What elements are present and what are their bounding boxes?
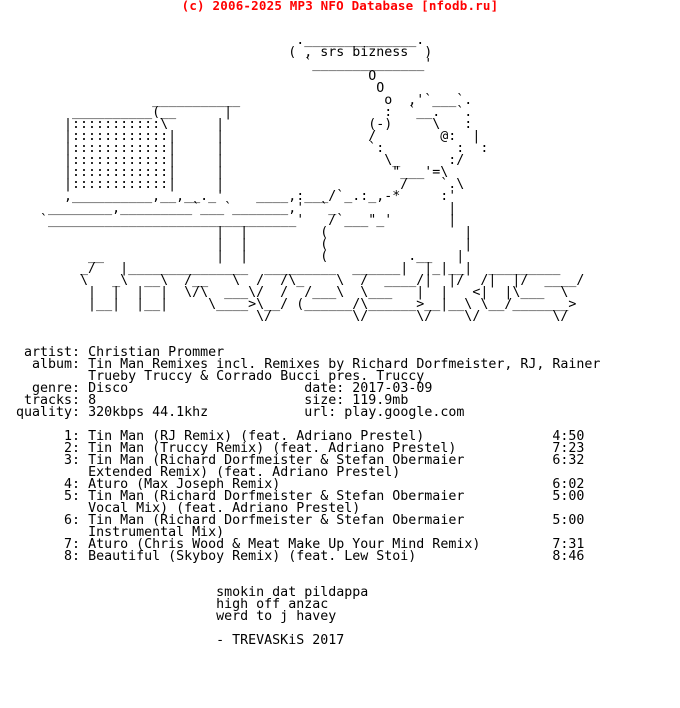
- album-value-cont: Trueby Truccy & Corrado Bucci pres. Truc…: [88, 369, 425, 384]
- ascii-art-line: .______________.: [8, 33, 425, 48]
- ascii-art-line: | | ( |: [8, 225, 473, 240]
- track-row-cont: Vocal Mix) (feat. Adriano Prestel): [8, 501, 584, 516]
- track-number: 7:: [64, 537, 81, 552]
- track-number: 1:: [64, 429, 81, 444]
- track-title: Aturo (Chris Wood & Meat Make Up Your Mi…: [88, 537, 481, 552]
- ascii-art-line: |:::::::::::\ | (-) \ :: [8, 117, 473, 132]
- track-title: Tin Man (RJ Remix) (feat. Adriano Preste…: [88, 429, 425, 444]
- quality-url-row: quality: 320kbps 44.1khz url: play.googl…: [8, 405, 600, 420]
- ascii-art-line: __________(__ | : `__. `.: [8, 105, 473, 120]
- quality-label: quality:: [16, 405, 81, 420]
- ascii-art-line: O: [8, 81, 385, 96]
- ascii-art-line: ________,_________`___`_______,' `_ |: [8, 201, 457, 216]
- ascii-art-line: | | ( |: [8, 237, 473, 252]
- track-duration: 7:23: [552, 441, 585, 456]
- track-row: 7: Aturo (Chris Wood & Meat Make Up Your…: [8, 537, 585, 552]
- artist-row: artist: Christian Prommer: [8, 345, 600, 360]
- ascii-art-line: |::::::::::::| | / @: |: [8, 129, 481, 144]
- album-label: album:: [32, 357, 81, 372]
- track-title: Tin Man (Truccy Remix) (feat. Adriano Pr…: [88, 441, 457, 456]
- ascii-art-line: `______________': [8, 57, 433, 72]
- ascii-art-line: |::::::::::::| | "___'=\: [8, 165, 449, 180]
- track-duration: 6:32: [552, 453, 585, 468]
- url-value: play.google.com: [344, 405, 465, 420]
- artist-value: Christian Prommer: [88, 345, 225, 360]
- track-title-cont: Extended Remix) (feat. Adriano Prestel): [88, 465, 401, 480]
- track-title: Tin Man (Richard Dorfmeister & Stefan Ob…: [88, 513, 465, 528]
- size-label: size:: [304, 393, 345, 408]
- ascii-art-line: \/ \/ \/ \/ \/: [8, 309, 569, 324]
- greetings: smokin dat pildappa high off anzac werd …: [8, 585, 369, 648]
- track-number: 4:: [64, 477, 81, 492]
- ascii-art-line: |::::::::::::| | \_ :/: [8, 153, 465, 168]
- track-duration: 5:00: [552, 513, 585, 528]
- ascii-art-line: ( , srs bizness ): [8, 45, 433, 60]
- signature-line: - TREVASKiS 2017: [8, 633, 368, 648]
- tracks-label: tracks:: [24, 393, 81, 408]
- track-title: Tin Man (Richard Dorfmeister & Stefan Ob…: [88, 453, 465, 468]
- ascii-art-line: ,__________,__,__._' ____,:___/`_.:_,-* …: [8, 189, 457, 204]
- track-number: 5:: [64, 489, 81, 504]
- track-duration: 5:00: [552, 489, 585, 504]
- greet-line: werd to j havey: [8, 609, 368, 624]
- track-number: 6:: [64, 513, 81, 528]
- track-row-cont: Extended Remix) (feat. Adriano Prestel): [8, 465, 584, 480]
- track-duration: 4:50: [552, 429, 585, 444]
- ascii-art-banner: .______________. ( , srs bizness ) `____…: [8, 33, 585, 324]
- ascii-art-line: |__| |__| \____>\__/ (______/\______>__|…: [8, 297, 577, 312]
- genre-value: Disco: [88, 381, 129, 396]
- greet-line: high off anzac: [8, 597, 368, 612]
- track-row: 2: Tin Man (Truccy Remix) (feat. Adriano…: [8, 441, 585, 456]
- ascii-art-line: ___________ o ,'`___`.: [8, 93, 473, 108]
- track-title: Tin Man (Richard Dorfmeister & Stefan Ob…: [88, 489, 465, 504]
- track-number: 8:: [64, 549, 81, 564]
- ascii-art-line: | | | | \/\ ___\/ / /___\ \___ | | <| |\…: [8, 285, 569, 300]
- greet-line: smokin dat pildappa: [8, 585, 369, 600]
- album-row: album: Tin Man Remixes incl. Remixes by …: [8, 357, 601, 372]
- greet-text: smokin dat pildappa: [216, 585, 369, 600]
- track-duration: 6:02: [552, 477, 585, 492]
- track-row: 1: Tin Man (RJ Remix) (feat. Adriano Pre…: [8, 429, 585, 444]
- signature: - TREVASKiS 2017: [216, 633, 345, 648]
- date-label: date:: [304, 381, 345, 396]
- quality-value: 320kbps 44.1khz: [88, 405, 209, 420]
- track-duration: 8:46: [552, 549, 585, 564]
- tracklist: 1: Tin Man (RJ Remix) (feat. Adriano Pre…: [8, 429, 585, 564]
- track-row: 4: Aturo (Max Joseph Remix) 6:02: [8, 477, 585, 492]
- ascii-art-line: _/ |_______________ _________ ______| |_…: [8, 261, 561, 276]
- ascii-art-line: |::::::::::::| | / `.\: [8, 177, 465, 192]
- track-row-cont: Instrumental Mix): [8, 525, 584, 540]
- track-title: Beautiful (Skyboy Remix) (feat. Lew Stoi…: [88, 549, 417, 564]
- genre-label: genre:: [32, 381, 81, 396]
- ascii-art-line: `_______________________________' /`___"…: [8, 213, 457, 228]
- track-number: 2:: [64, 441, 81, 456]
- track-title-cont: Vocal Mix) (feat. Adriano Prestel): [88, 501, 361, 516]
- ascii-art-line: |::::::::::::| | `: : :: [8, 141, 489, 156]
- track-duration: 7:31: [552, 537, 585, 552]
- track-title-cont: Instrumental Mix): [88, 525, 225, 540]
- album-value: Tin Man Remixes incl. Remixes by Richard…: [88, 357, 601, 372]
- track-row: 6: Tin Man (Richard Dorfmeister & Stefan…: [8, 513, 585, 528]
- track-row: 5: Tin Man (Richard Dorfmeister & Stefan…: [8, 489, 585, 504]
- size-value: 119.9mb: [352, 393, 409, 408]
- track-row: 8: Beautiful (Skyboy Remix) (feat. Lew S…: [8, 549, 585, 564]
- track-number: 3:: [64, 453, 81, 468]
- album-row-cont: Trueby Truccy & Corrado Bucci pres. Truc…: [8, 369, 600, 384]
- copyright-link[interactable]: (c) 2006-2025 MP3 NFO Database [nfodb.ru…: [181, 0, 499, 13]
- site-header: (c) 2006-2025 MP3 NFO Database [nfodb.ru…: [0, 0, 680, 12]
- date-value: 2017-03-09: [352, 381, 433, 396]
- ascii-art-line: \ _\ __\ /__ \ / /\_ \ / ____/| |/ /| |/…: [8, 273, 585, 288]
- tracks-value: 8: [88, 393, 97, 408]
- greet-text: high off anzac: [216, 597, 329, 612]
- greet-text: werd to j havey: [216, 609, 337, 624]
- ascii-art-line: __ | | ( .__ |: [8, 249, 465, 264]
- ascii-art-line: O: [8, 69, 377, 84]
- release-info: artist: Christian Prommer album: Tin Man…: [8, 345, 601, 420]
- tracks-size-row: tracks: 8 size: 119.9mb: [8, 393, 600, 408]
- url-label: url:: [304, 405, 337, 420]
- genre-date-row: genre: Disco date: 2017-03-09: [8, 381, 600, 396]
- track-title: Aturo (Max Joseph Remix): [88, 477, 281, 492]
- artist-label: artist:: [24, 345, 81, 360]
- track-row: 3: Tin Man (Richard Dorfmeister & Stefan…: [8, 453, 585, 468]
